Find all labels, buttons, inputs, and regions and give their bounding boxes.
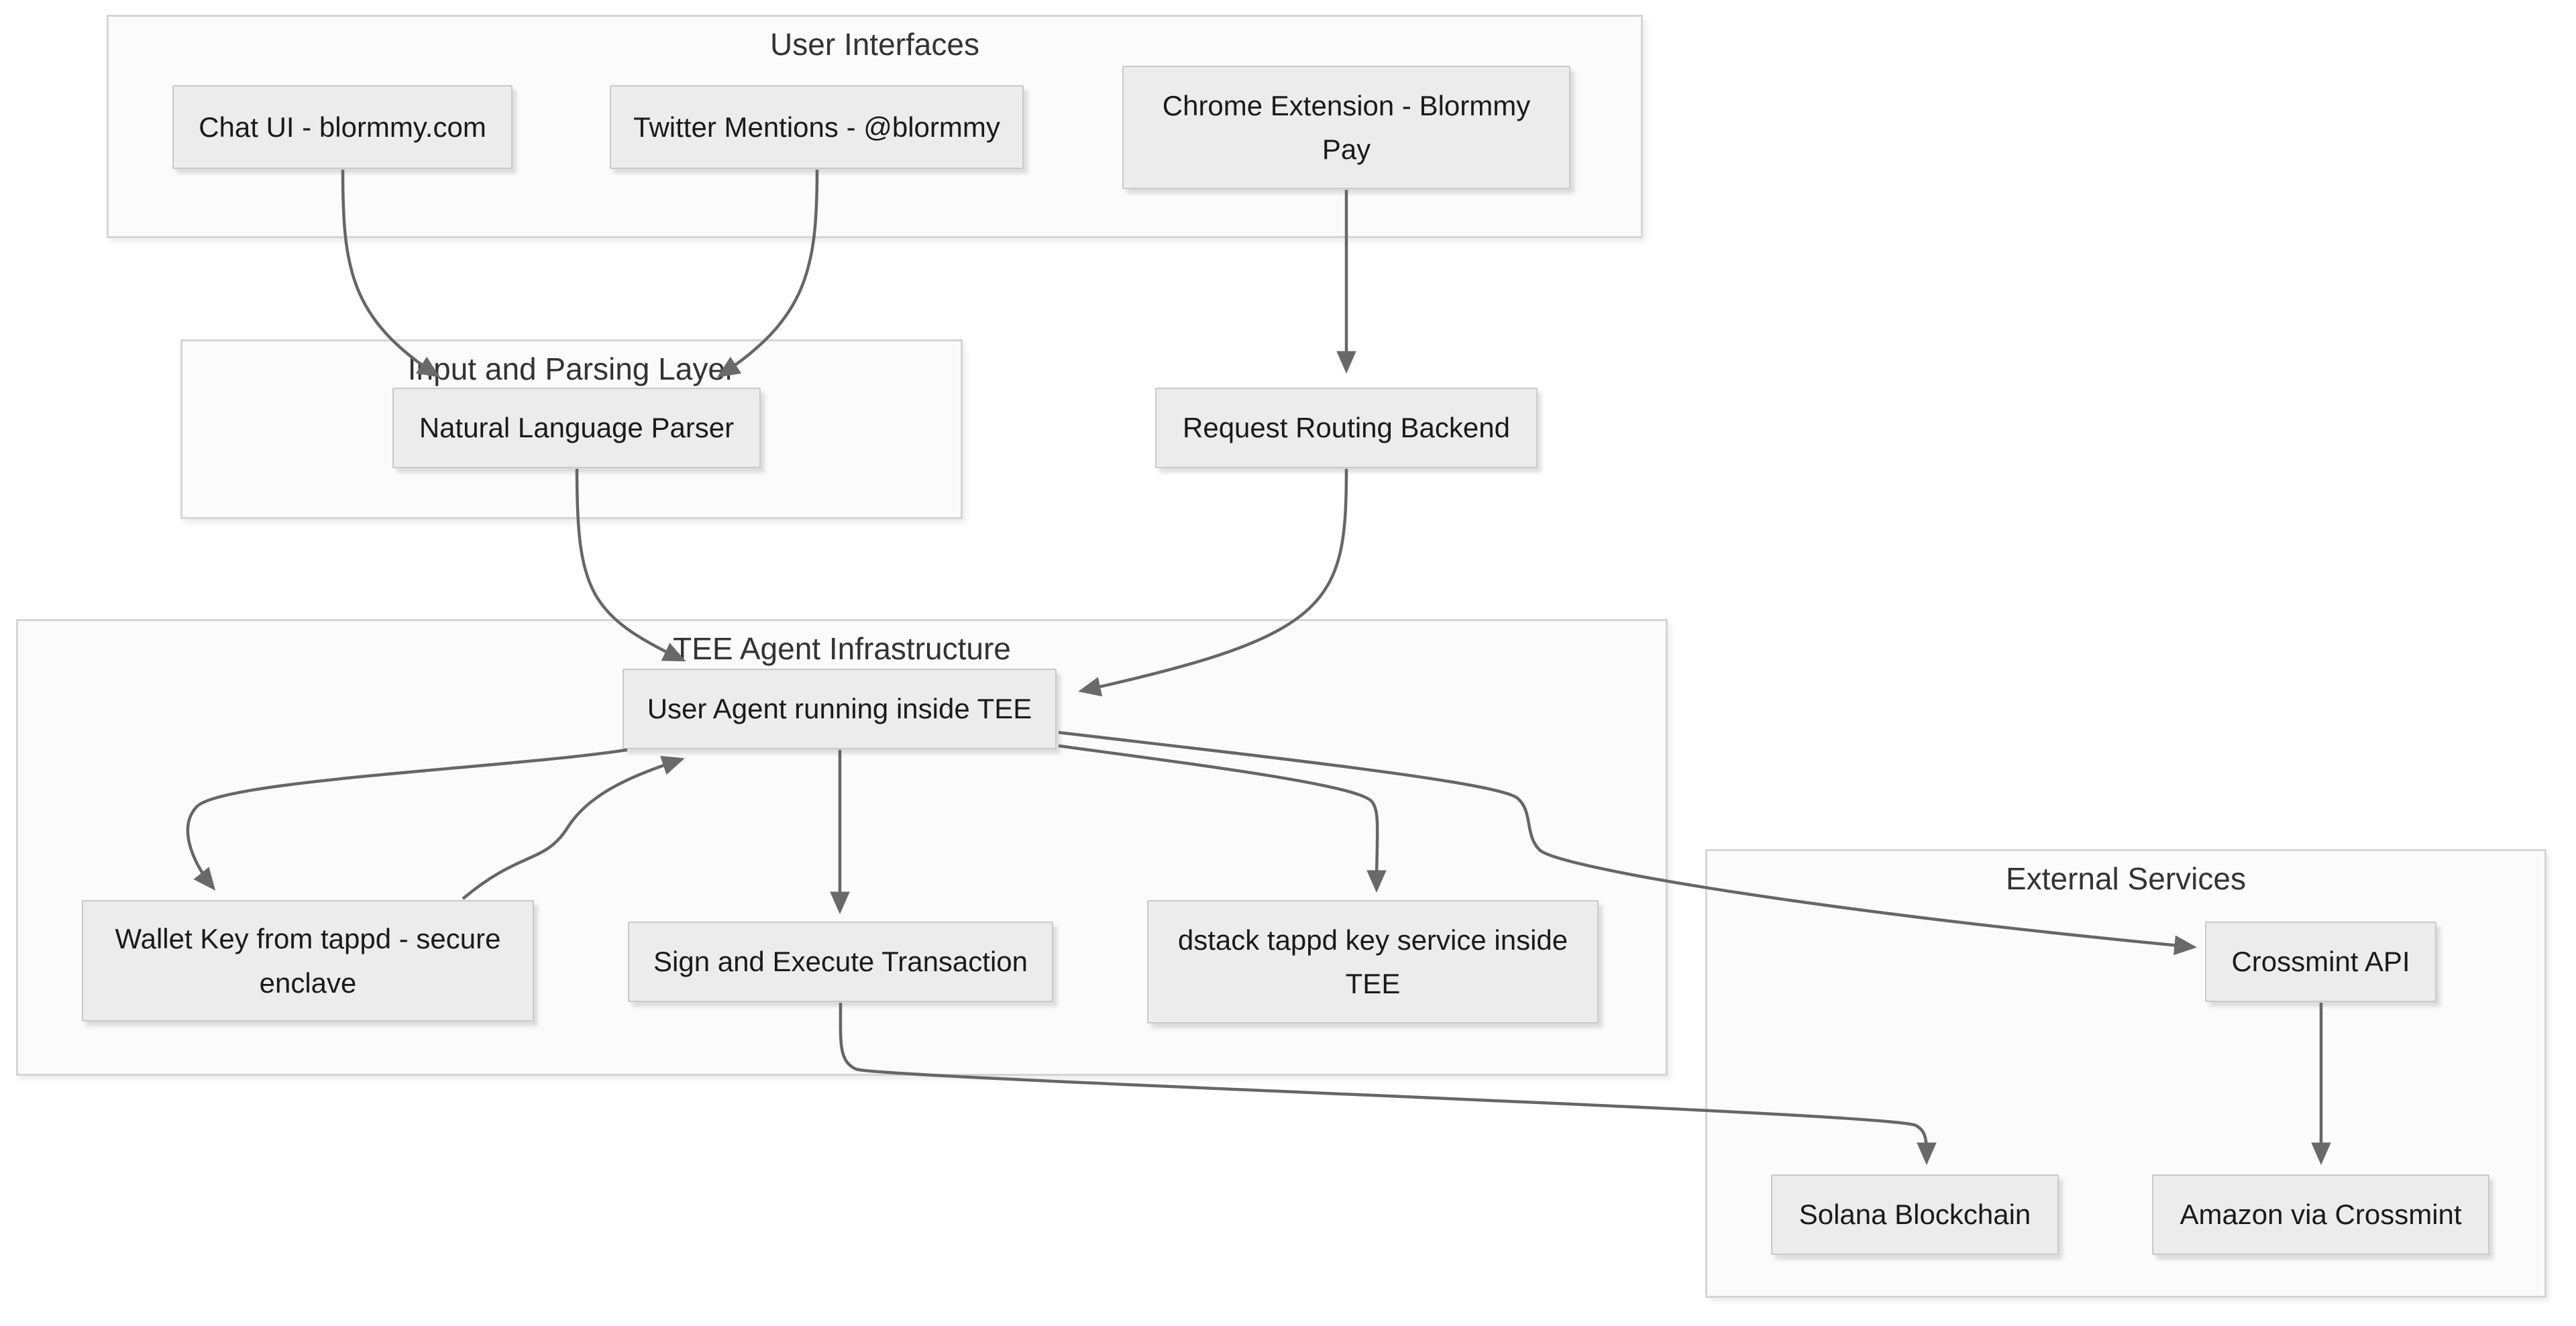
container-title-input-parsing: Input and Parsing Layer <box>407 351 736 386</box>
container-title-tee-agent: TEE Agent Infrastructure <box>673 631 1011 666</box>
container-title-user-interfaces: User Interfaces <box>770 27 979 62</box>
node-twitter-mentions: Twitter Mentions - @blormmy <box>610 85 1024 169</box>
node-request-routing: Request Routing Backend <box>1155 388 1538 468</box>
node-user-agent: User Agent running inside TEE <box>623 669 1057 749</box>
node-chrome-extension: Chrome Extension - Blormmy Pay <box>1122 66 1570 189</box>
node-sign-execute: Sign and Execute Transaction <box>628 922 1053 1002</box>
node-crossmint-api: Crossmint API <box>2205 922 2436 1002</box>
node-wallet-key: Wallet Key from tappd - secure enclave <box>82 900 534 1021</box>
container-title-external-services: External Services <box>2006 861 2246 896</box>
node-solana: Solana Blockchain <box>1771 1174 2059 1255</box>
node-chat-ui: Chat UI - blormmy.com <box>172 85 513 169</box>
node-nl-parser: Natural Language Parser <box>392 388 761 468</box>
node-dstack-tappd: dstack tappd key service inside TEE <box>1147 900 1599 1024</box>
node-amazon: Amazon via Crossmint <box>2152 1174 2489 1255</box>
